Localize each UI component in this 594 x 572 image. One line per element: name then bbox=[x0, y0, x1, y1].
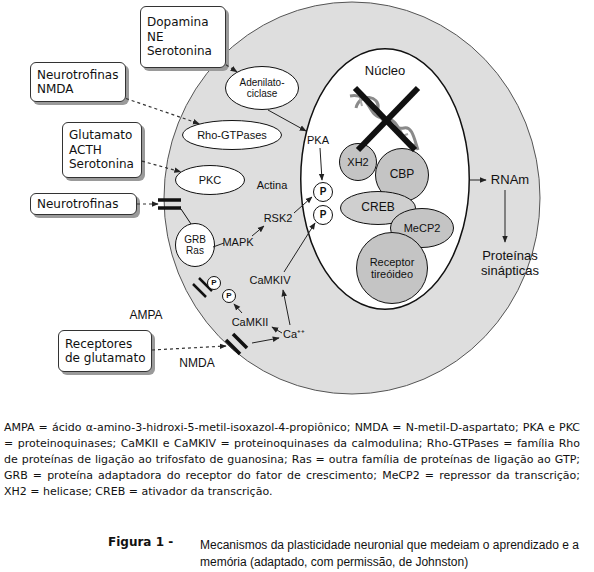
figure-caption: Mecanismos da plasticidade neuronial que… bbox=[200, 537, 590, 571]
node-text: Neurotrofinas bbox=[37, 197, 118, 211]
node-text: CBP bbox=[390, 168, 415, 181]
dna-helix bbox=[350, 96, 418, 150]
signal-callout: Neurotrofinas NMDA bbox=[30, 62, 126, 102]
node-text: Dopamina NE Serotonina bbox=[147, 15, 212, 58]
node-text: MeCP2 bbox=[404, 222, 441, 234]
signal-callout: Dopamina NE Serotonina bbox=[140, 6, 226, 68]
pathway-arrow bbox=[284, 223, 315, 272]
pathway-arrow bbox=[252, 226, 264, 236]
node-text: Adenilato-ciclase bbox=[231, 77, 293, 99]
receptor-link bbox=[181, 209, 191, 224]
trk-receptor-bar bbox=[158, 198, 181, 202]
pathway-arrow bbox=[234, 304, 242, 313]
diagram-label: Figura 1 - bbox=[108, 536, 173, 550]
node-text: P bbox=[320, 209, 327, 220]
pathway-arrow bbox=[294, 197, 312, 213]
node-shape bbox=[226, 67, 299, 110]
node-text: Receptores de glutamato bbox=[65, 337, 149, 366]
node-shape bbox=[183, 121, 282, 150]
enzyme-ellipse: Rho-GTPases bbox=[182, 120, 282, 150]
diagram-label: Actina bbox=[257, 179, 288, 192]
dna-rung bbox=[388, 120, 392, 126]
pathway-arrow bbox=[470, 180, 486, 181]
diagram-label: MAPK bbox=[222, 236, 253, 249]
phosphate-circle: P bbox=[222, 289, 236, 303]
node-shape bbox=[208, 277, 221, 290]
signal-leader bbox=[152, 346, 226, 350]
diagram-label: CaMKIV bbox=[250, 274, 291, 287]
protein-circle: Receptor tireóideo bbox=[356, 232, 428, 304]
node-shape bbox=[314, 206, 333, 225]
node-shape bbox=[314, 183, 333, 202]
signal-leaders bbox=[137, 204, 226, 350]
signal-callout: Neurotrofinas bbox=[30, 193, 137, 215]
nmda-receptor-bar bbox=[233, 334, 247, 348]
diagram-label: Proteínas sinápticas bbox=[469, 249, 551, 279]
node-text: P bbox=[320, 186, 327, 197]
node-text: Glutamato ACTH Serotonina bbox=[69, 128, 134, 171]
signal-connector bbox=[226, 65, 237, 72]
cross-mark bbox=[355, 88, 415, 150]
diagram-label: CaMKII bbox=[232, 316, 269, 329]
enzyme-ellipse: PKC bbox=[175, 165, 245, 195]
node-text: P bbox=[211, 279, 216, 288]
pathway-arrows bbox=[234, 110, 505, 343]
pathway-arrow bbox=[283, 290, 290, 325]
diagram-label: AMPA bbox=[129, 309, 162, 323]
node-text: PKC bbox=[199, 174, 222, 186]
adaptor-ellipse: GRB Ras bbox=[175, 223, 215, 267]
signal-connector bbox=[142, 161, 181, 172]
pathway-arrow bbox=[252, 338, 279, 343]
pathway-arrow bbox=[320, 148, 322, 180]
nucleus: NúcleoXH2CBP P CREB P MeCP2Receptor tireóide… bbox=[300, 48, 470, 310]
dna-strand bbox=[350, 96, 416, 146]
node-text: GRB Ras bbox=[184, 234, 206, 256]
abbreviation-note: AMPA = ácido α-amino-3-hidroxi-5-metil-i… bbox=[4, 420, 580, 500]
diagram-label: Ca⁺⁺ bbox=[283, 328, 305, 341]
dna-rung bbox=[402, 134, 408, 136]
pathway-arrow bbox=[272, 327, 282, 333]
phosphate-circle: P bbox=[313, 182, 333, 202]
enzyme-ellipse: Adenilato-ciclase bbox=[225, 66, 299, 110]
node-shape bbox=[301, 49, 470, 310]
phosphate-circle: P bbox=[207, 276, 221, 290]
signal-connector bbox=[126, 99, 199, 124]
node-shape bbox=[176, 224, 215, 267]
node-shape bbox=[176, 166, 245, 195]
edge-layer bbox=[126, 65, 237, 172]
diagram-label: NMDA bbox=[179, 357, 214, 371]
node-text: CREB bbox=[361, 201, 394, 214]
nmda-receptor-bar bbox=[226, 340, 240, 354]
dna-rung bbox=[360, 98, 362, 106]
signal-callout: Receptores de glutamato bbox=[58, 330, 152, 372]
dna-rung bbox=[372, 104, 376, 112]
ampa-receptor-bar bbox=[193, 284, 206, 297]
node-shape bbox=[357, 233, 428, 304]
diagram-label: PKA bbox=[307, 134, 329, 147]
node-shape bbox=[340, 144, 377, 181]
node-text: XH2 bbox=[347, 156, 368, 168]
diagram-label: RSK2 bbox=[264, 212, 293, 225]
node-text: Rho-GTPases bbox=[197, 129, 267, 141]
diagram-label: RNAm bbox=[491, 173, 529, 188]
node-text: Núcleo bbox=[365, 64, 405, 79]
phosphate-circle: P bbox=[313, 205, 333, 225]
trk-receptor-bar bbox=[158, 206, 181, 210]
pathway-arrow bbox=[505, 190, 506, 242]
node-text: Receptor tireóideo bbox=[362, 256, 422, 281]
cross-mark bbox=[358, 88, 418, 150]
node-text: Neurotrofinas NMDA bbox=[37, 68, 118, 97]
signal-callout: Glutamato ACTH Serotonina bbox=[62, 122, 142, 178]
pathway-arrow bbox=[268, 110, 306, 131]
dna-strand bbox=[356, 97, 418, 150]
signal-leader bbox=[137, 203, 158, 204]
pathway-link bbox=[213, 243, 224, 247]
node-shape bbox=[223, 290, 236, 303]
node-text: P bbox=[226, 292, 231, 301]
protein-circle: XH2 bbox=[339, 143, 377, 181]
